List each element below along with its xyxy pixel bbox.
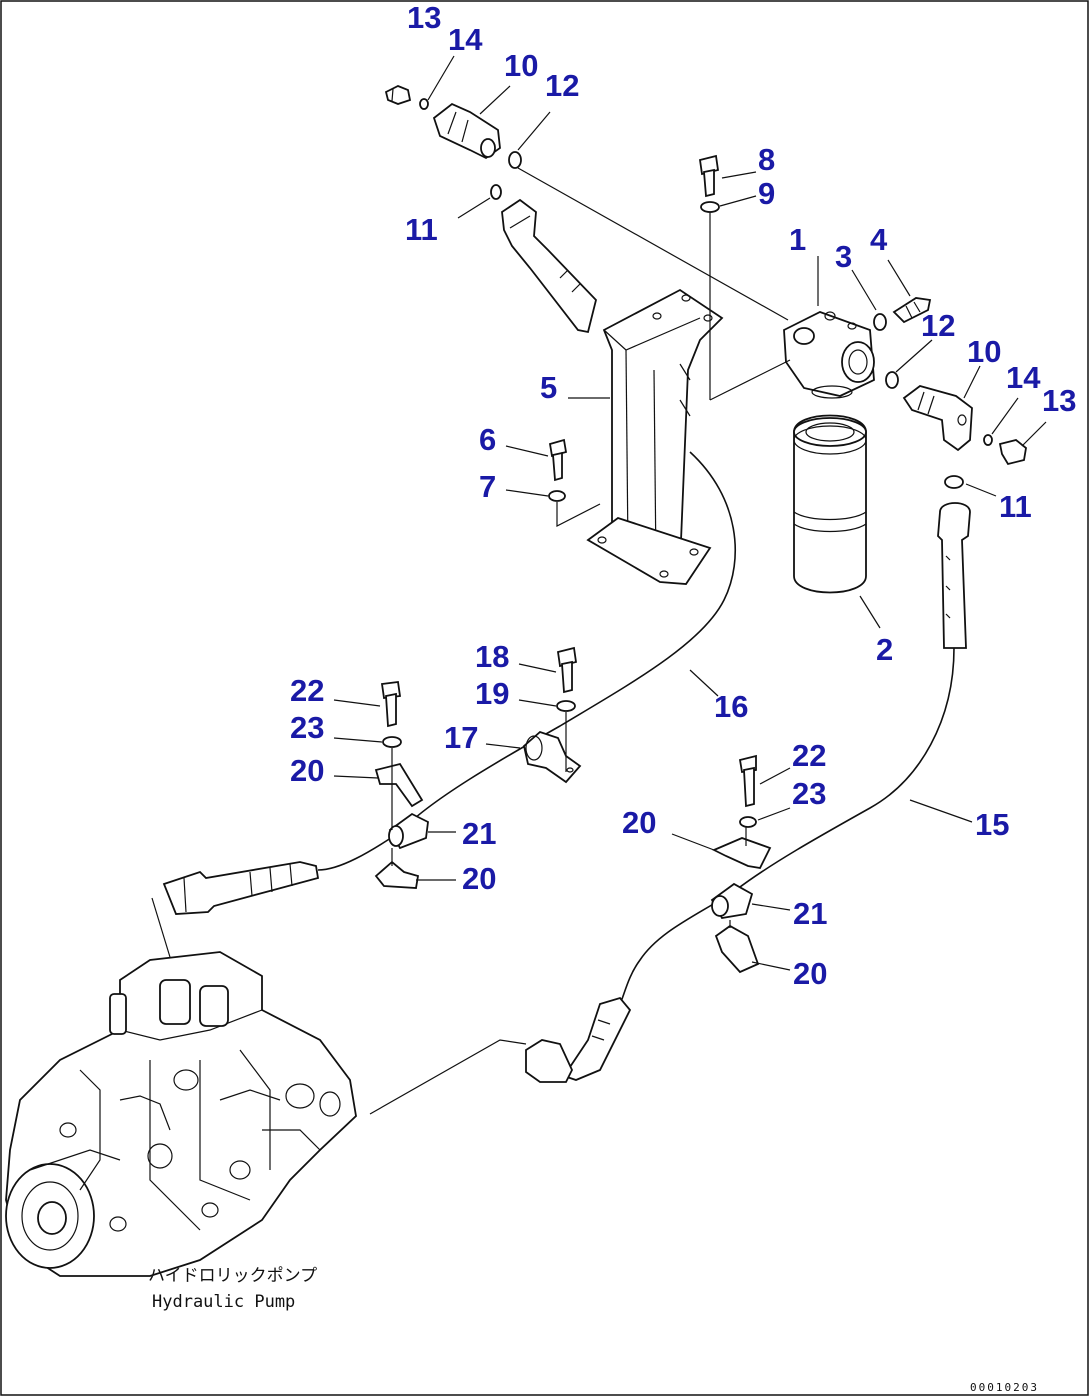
o-ring-12-top [508, 151, 522, 169]
callout-19: 19 [475, 676, 509, 711]
hose-15-lower-end [525, 996, 632, 1083]
o-ring-3 [873, 313, 887, 331]
fitting-10-right [902, 385, 973, 452]
filter-element-2 [793, 414, 867, 594]
callout-21-right: 21 [793, 896, 827, 931]
washer-23-left [382, 736, 402, 748]
callout-22-left: 22 [290, 673, 324, 708]
hose-16-lower-end [162, 861, 320, 915]
leader-hose15-pump [369, 1039, 527, 1115]
caption-japanese: ハイドロリックポンプ [148, 1266, 317, 1286]
callout-17: 17 [444, 720, 478, 755]
washer-7 [548, 490, 566, 502]
hose-16-upper-end [501, 198, 597, 334]
plug-13-top [384, 85, 412, 105]
hose-15-upper-end [937, 502, 971, 649]
callout-16: 16 [714, 689, 748, 724]
callout-20-lower-right: 20 [793, 956, 827, 991]
bolt-22-right [738, 754, 757, 808]
callout-13-right: 13 [1042, 383, 1076, 418]
callout-23-left: 23 [290, 710, 324, 745]
callout-1: 1 [789, 222, 806, 257]
clamp-half-20-lower-right [714, 924, 760, 974]
callout-3: 3 [835, 239, 852, 274]
bolt-6 [548, 438, 568, 482]
callout-15: 15 [975, 807, 1009, 842]
clamp-half-20-upper-left [374, 762, 424, 808]
callout-2: 2 [876, 632, 893, 667]
clamp-half-20-lower-left [374, 860, 420, 889]
callout-20-lower-left: 20 [462, 861, 496, 896]
bush-21-right [710, 882, 754, 919]
bolt-22-left [380, 680, 402, 728]
callout-14-right: 14 [1006, 360, 1041, 395]
drawing-code: 00010203 [970, 1381, 1039, 1394]
hydraulic-pump [5, 951, 357, 1277]
washer-19 [556, 700, 576, 712]
callout-7: 7 [479, 469, 496, 504]
callout-12-right: 12 [921, 308, 955, 343]
plug-13-right [998, 439, 1027, 466]
callout-11-top: 11 [405, 212, 438, 247]
callout-20-upper-right: 20 [622, 805, 656, 840]
clamp-17 [523, 730, 582, 784]
callout-4: 4 [870, 222, 888, 257]
callout-9: 9 [758, 176, 775, 211]
callout-18: 18 [475, 639, 509, 674]
callout-13-top: 13 [407, 0, 441, 35]
callout-6: 6 [479, 422, 496, 457]
o-ring-11-right [944, 475, 964, 489]
callout-10-top: 10 [504, 48, 538, 83]
bolt-18 [556, 646, 578, 694]
bush-21-left [388, 812, 429, 850]
fitting-10-top [432, 102, 501, 160]
washer-9 [700, 201, 720, 213]
filter-stand-5 [586, 288, 724, 585]
o-ring-14-right [983, 434, 993, 446]
callout-23-right: 23 [792, 776, 826, 811]
sensor-4 [892, 297, 932, 324]
o-ring-14-top [419, 98, 429, 110]
callout-10-right: 10 [967, 334, 1001, 369]
leader-lines [333, 55, 1047, 971]
callout-14-top: 14 [448, 22, 483, 57]
callout-21-left: 21 [462, 816, 496, 851]
callout-12-top: 12 [545, 68, 579, 103]
washer-23-right [739, 816, 757, 828]
callout-22-right: 22 [792, 738, 826, 773]
callout-5: 5 [540, 370, 557, 405]
clamp-half-20-upper-right [711, 837, 772, 869]
callout-8: 8 [758, 142, 775, 177]
o-ring-12-right [885, 371, 899, 389]
callout-20-upper-left: 20 [290, 753, 324, 788]
callout-11-right: 11 [999, 489, 1032, 524]
caption-english: Hydraulic Pump [152, 1292, 295, 1312]
hose-15 [619, 647, 955, 1005]
o-ring-11-top [490, 184, 502, 200]
filter-head-1 [783, 311, 875, 399]
bolt-8 [698, 154, 720, 198]
